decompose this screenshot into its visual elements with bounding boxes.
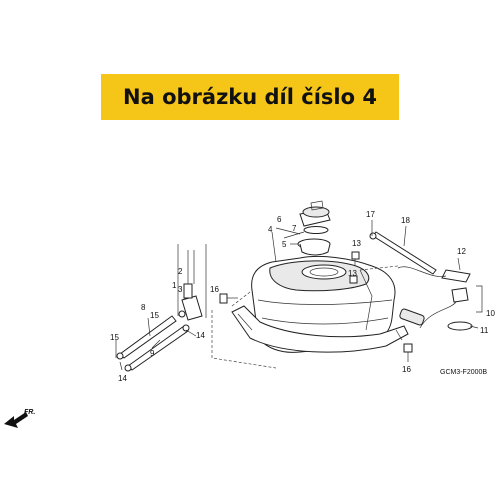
leader-18 — [403, 225, 407, 247]
label-15b: 15 — [150, 311, 159, 320]
rubber-pad[interactable] — [399, 308, 425, 326]
label-6: 6 — [277, 215, 282, 224]
bolt-13b[interactable] — [349, 275, 358, 284]
tank-frame — [231, 305, 409, 353]
leader-14b — [185, 329, 197, 337]
bolt-13a[interactable] — [351, 251, 360, 266]
label-4: 4 — [268, 225, 273, 234]
highlight-banner: Na obrázku díl číslo 4 — [101, 74, 399, 120]
label-2: 2 — [178, 267, 183, 276]
label-17: 17 — [366, 210, 375, 219]
fuel-sender[interactable] — [397, 266, 473, 331]
label-16b: 16 — [402, 365, 411, 374]
group-line-mid — [231, 291, 251, 307]
leader-8 — [147, 317, 151, 337]
label-16a: 16 — [210, 285, 219, 294]
label-7: 7 — [292, 224, 297, 233]
label-3: 3 — [178, 285, 183, 294]
label-13a: 13 — [352, 239, 361, 248]
label-1: 1 — [172, 281, 177, 290]
label-15a: 15 — [110, 333, 119, 342]
bracket-10 — [476, 285, 483, 313]
label-11: 11 — [480, 326, 489, 335]
cap-gasket[interactable] — [303, 226, 329, 234]
leader-6 — [275, 227, 301, 235]
diagram-code: GCM3-F2000B — [440, 369, 487, 376]
label-14b: 14 — [196, 331, 205, 340]
leader-14a — [119, 361, 123, 371]
leader-9 — [151, 339, 161, 349]
group-line-left — [211, 310, 277, 369]
breather-tube[interactable] — [369, 231, 437, 275]
front-arrow-icon — [4, 412, 28, 428]
front-direction-label: FR. — [24, 409, 35, 416]
fuel-strainer[interactable] — [297, 238, 331, 256]
fuel-cap[interactable] — [299, 200, 331, 227]
label-9: 9 — [150, 349, 155, 358]
label-14a: 14 — [118, 374, 127, 383]
leader-11 — [469, 325, 479, 329]
label-8: 8 — [141, 303, 146, 312]
bolt-16b[interactable] — [403, 343, 413, 362]
label-10: 10 — [486, 309, 495, 318]
hose-clips[interactable] — [116, 310, 190, 372]
leader-4 — [271, 231, 277, 263]
label-5: 5 — [282, 240, 287, 249]
leader-7 — [283, 231, 305, 239]
bolt-16a[interactable] — [219, 293, 238, 304]
label-18: 18 — [401, 216, 410, 225]
fuel-valve[interactable] — [181, 250, 203, 321]
group-line-right — [359, 265, 399, 271]
label-12: 12 — [457, 247, 466, 256]
label-13b: 13 — [348, 269, 357, 278]
fuel-tank[interactable] — [251, 255, 396, 353]
leader-12 — [457, 257, 461, 271]
